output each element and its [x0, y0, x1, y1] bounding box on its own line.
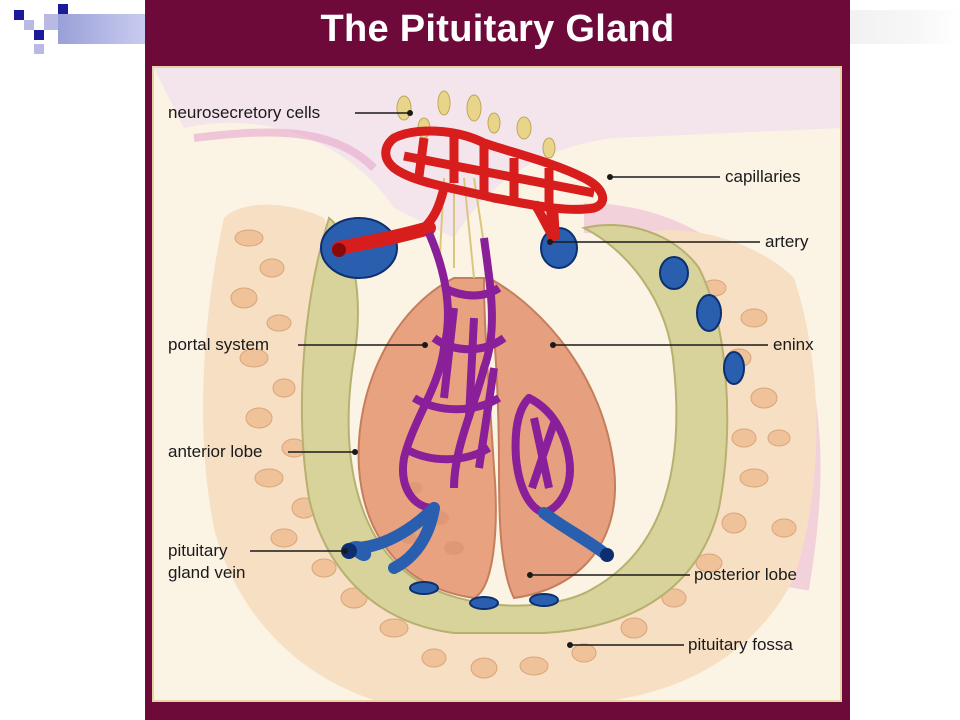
bone-fragments [230, 229, 797, 679]
corner-square-blue-2 [34, 30, 44, 40]
label-pituitary-gland-vein-line2: gland vein [168, 563, 246, 582]
corner-bar-light [58, 14, 146, 44]
pituitary-illustration [154, 68, 840, 700]
label-posterior-lobe: posterior lobe [694, 565, 798, 584]
vein-sections [320, 217, 745, 610]
title-band: The Pituitary Gland [145, 0, 850, 64]
label-pituitary-fossa: pituitary fossa [688, 635, 793, 654]
vein-opening-right [600, 548, 614, 562]
corner-square-blue-1 [14, 10, 24, 20]
label-neurosecretory-cells: neurosecretory cells [168, 103, 321, 122]
label-anterior-lobe: anterior lobe [168, 442, 263, 461]
corner-square-light-2 [44, 14, 58, 30]
corner-square-light-3 [34, 44, 44, 54]
capillary-network [381, 126, 608, 244]
corner-square-blue-3 [58, 4, 68, 14]
vein-opening-left [341, 543, 357, 559]
label-meninx: eninx [773, 335, 814, 354]
artery-left [332, 221, 436, 255]
label-pituitary-gland-vein-line1: pituitary [168, 541, 228, 560]
corner-square-light-1 [24, 20, 34, 30]
page-title: The Pituitary Gland [320, 8, 675, 50]
diagram-canvas [152, 66, 842, 702]
header-fade-band [848, 10, 960, 44]
label-artery: artery [765, 232, 809, 251]
portal-system-network [399, 231, 574, 517]
artery-right [546, 205, 560, 241]
label-capillaries: capillaries [725, 167, 801, 186]
brain-tissue [154, 68, 840, 238]
label-portal-system: portal system [168, 335, 270, 354]
